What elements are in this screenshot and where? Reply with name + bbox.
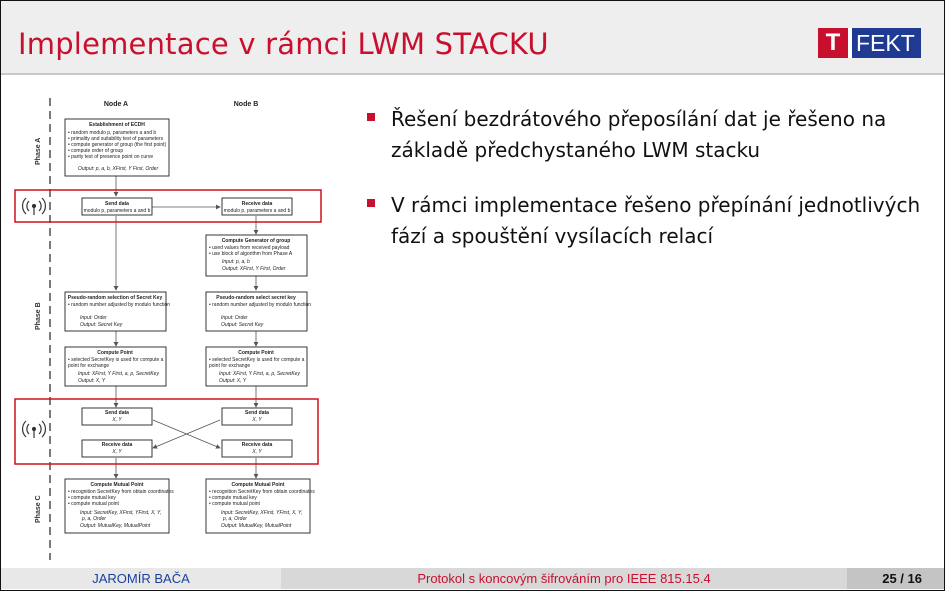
logo-word: FEKT — [852, 28, 921, 58]
svg-text:p, a, Order: p, a, Order — [81, 516, 106, 522]
svg-text:• compute mutual key: • compute mutual key — [68, 495, 116, 501]
svg-text:Output: p, a, b, XFirst, Y Fir: Output: p, a, b, XFirst, Y First, Order — [78, 166, 158, 172]
svg-text:Compute Point: Compute Point — [238, 350, 274, 356]
antenna-icon — [22, 197, 46, 215]
svg-text:Compute Generator of group: Compute Generator of group — [222, 238, 291, 244]
svg-text:• primality and suitability te: • primality and suitability test of para… — [68, 136, 164, 142]
svg-text:Output: X, Y: Output: X, Y — [78, 378, 106, 384]
secret-key-a-box — [64, 291, 167, 332]
bullet-item: Řešení bezdrátového přeposílání dat je ř… — [367, 104, 927, 166]
svg-text:• random number adjusted by mo: • random number adjusted by modulo funct… — [68, 302, 170, 308]
svg-text:Compute Mutual Point: Compute Mutual Point — [231, 482, 284, 488]
svg-text:Receive data: Receive data — [242, 201, 273, 207]
compute-point-a-box — [64, 346, 167, 387]
svg-text:Receive data: Receive data — [242, 442, 273, 448]
send-box-2b — [221, 407, 293, 426]
svg-text:point for exchange: point for exchange — [209, 363, 250, 369]
svg-text:• compute mutual point: • compute mutual point — [68, 501, 120, 507]
svg-text:• random modulo p, parameters: • random modulo p, parameters a and b — [68, 130, 156, 136]
svg-text:• recognition SecretKey from o: • recognition SecretKey from obtain coor… — [209, 489, 315, 495]
footer-talk-title: Protokol s koncovým šifrováním pro IEEE … — [281, 568, 847, 589]
svg-text:Establishment of ECDH: Establishment of ECDH — [89, 122, 145, 128]
svg-text:Compute Mutual Point: Compute Mutual Point — [90, 482, 143, 488]
fekt-logo: T FEKT — [818, 28, 921, 58]
svg-text:• compute mutual point: • compute mutual point — [209, 501, 261, 507]
svg-text:Compute Point: Compute Point — [97, 350, 133, 356]
svg-text:• compute order of group: • compute order of group — [68, 148, 123, 154]
receive-box-2a — [81, 439, 153, 458]
svg-text:• parity test of presence poin: • parity test of presence point on curve — [68, 154, 153, 160]
svg-text:• selected SecretKey is used f: • selected SecretKey is used for compute… — [209, 357, 305, 363]
svg-text:• random number adjusted by mo: • random number adjusted by modulo funct… — [209, 302, 311, 308]
generator-box — [205, 234, 308, 277]
svg-text:• use block of algorithm from: • use block of algorithm from Phase A — [209, 251, 293, 257]
svg-text:Input: Order: Input: Order — [80, 315, 107, 321]
svg-text:• used values from received pa: • used values from received payload — [209, 245, 290, 251]
mutual-point-a-box — [64, 478, 170, 534]
svg-text:Pseudo-random selection of Sec: Pseudo-random selection of Secret Key — [68, 295, 163, 301]
svg-text:p, a, Order: p, a, Order — [222, 516, 247, 522]
svg-text:• compute generator of group (: • compute generator of group (the first … — [68, 142, 167, 148]
svg-text:modulo p, parameters a and b: modulo p, parameters a and b — [84, 208, 151, 214]
svg-text:X, Y: X, Y — [111, 449, 122, 455]
svg-text:Input: p, a, b: Input: p, a, b — [222, 259, 250, 265]
compute-point-b-box — [205, 346, 308, 387]
svg-text:Output: MutualKey, MutualPoint: Output: MutualKey, MutualPoint — [80, 523, 151, 529]
svg-text:Receive data: Receive data — [102, 442, 133, 448]
svg-text:Send data: Send data — [245, 410, 269, 416]
receive-box-1 — [221, 197, 293, 216]
svg-text:Input: Order: Input: Order — [221, 315, 248, 321]
svg-text:Input: SecretKey, XFirst, YFir: Input: SecretKey, XFirst, YFirst, X, Y, — [221, 510, 302, 516]
svg-text:Pseudo-random select secret ke: Pseudo-random select secret key — [216, 295, 296, 301]
phase-c-label: Phase C — [35, 495, 42, 523]
ecdh-box — [64, 118, 170, 177]
svg-text:• recognition SecretKey from o: • recognition SecretKey from obtain coor… — [68, 489, 174, 495]
svg-text:Input: XFirst, Y First, a, p,: Input: XFirst, Y First, a, p, SecretKey — [219, 371, 300, 377]
svg-text:X, Y: X, Y — [251, 449, 262, 455]
bullet-text: Řešení bezdrátového přeposílání dat je ř… — [391, 107, 887, 162]
svg-text:point for exchange: point for exchange — [68, 363, 109, 369]
svg-text:Output: Secret Key: Output: Secret Key — [80, 322, 123, 328]
slide-title: Implementace v rámci LWM STACKU — [18, 27, 549, 61]
send-box-1 — [81, 197, 153, 216]
svg-text:X, Y: X, Y — [111, 417, 122, 423]
svg-text:Output: XFirst, Y First, Order: Output: XFirst, Y First, Order — [222, 266, 286, 272]
bullet-text: V rámci implementace řešeno přepínání je… — [391, 193, 921, 248]
logo-letter: T — [818, 28, 848, 58]
bullet-marker — [367, 113, 375, 121]
node-a-label: Node A — [104, 101, 128, 108]
secret-key-b-box — [205, 291, 308, 332]
slide-header — [1, 1, 944, 75]
svg-text:modulo p, parameters a and b: modulo p, parameters a and b — [224, 208, 291, 214]
receive-box-2b — [221, 439, 293, 458]
bullet-item: V rámci implementace řešeno přepínání je… — [367, 190, 927, 252]
svg-text:Input: XFirst, Y First, a, p,: Input: XFirst, Y First, a, p, SecretKey — [78, 371, 159, 377]
svg-text:Output: MutualKey, MutualPoint: Output: MutualKey, MutualPoint — [221, 523, 292, 529]
bullet-marker — [367, 199, 375, 207]
antenna-icon — [22, 420, 46, 438]
svg-text:X, Y: X, Y — [251, 417, 262, 423]
phase-a-label: Phase A — [35, 138, 42, 165]
svg-text:Input: SecretKey, XFirst, YFir: Input: SecretKey, XFirst, YFirst, X, Y, — [80, 510, 161, 516]
node-b-label: Node B — [234, 101, 259, 108]
svg-text:Output: Secret Key: Output: Secret Key — [221, 322, 264, 328]
send-box-2a — [81, 407, 153, 426]
svg-text:Output: X, Y: Output: X, Y — [219, 378, 247, 384]
svg-text:• selected SecretKey is used f: • selected SecretKey is used for compute… — [68, 357, 164, 363]
svg-text:Send data: Send data — [105, 410, 129, 416]
phase-b-label: Phase B — [35, 302, 42, 330]
highlight-frame-2 — [14, 398, 319, 465]
svg-text:• compute mutual key: • compute mutual key — [209, 495, 257, 501]
footer-author: JAROMÍR BAČA — [1, 568, 281, 589]
highlight-frame-1 — [14, 189, 322, 223]
mutual-point-b-box — [205, 478, 311, 534]
svg-text:Send data: Send data — [105, 201, 129, 207]
bullet-list: Řešení bezdrátového přeposílání dat je ř… — [367, 104, 927, 276]
page-number: 25 / 16 — [847, 568, 944, 589]
slide-footer: JAROMÍR BAČA Protokol s koncovým šifrová… — [1, 568, 944, 589]
header-divider — [1, 73, 944, 75]
